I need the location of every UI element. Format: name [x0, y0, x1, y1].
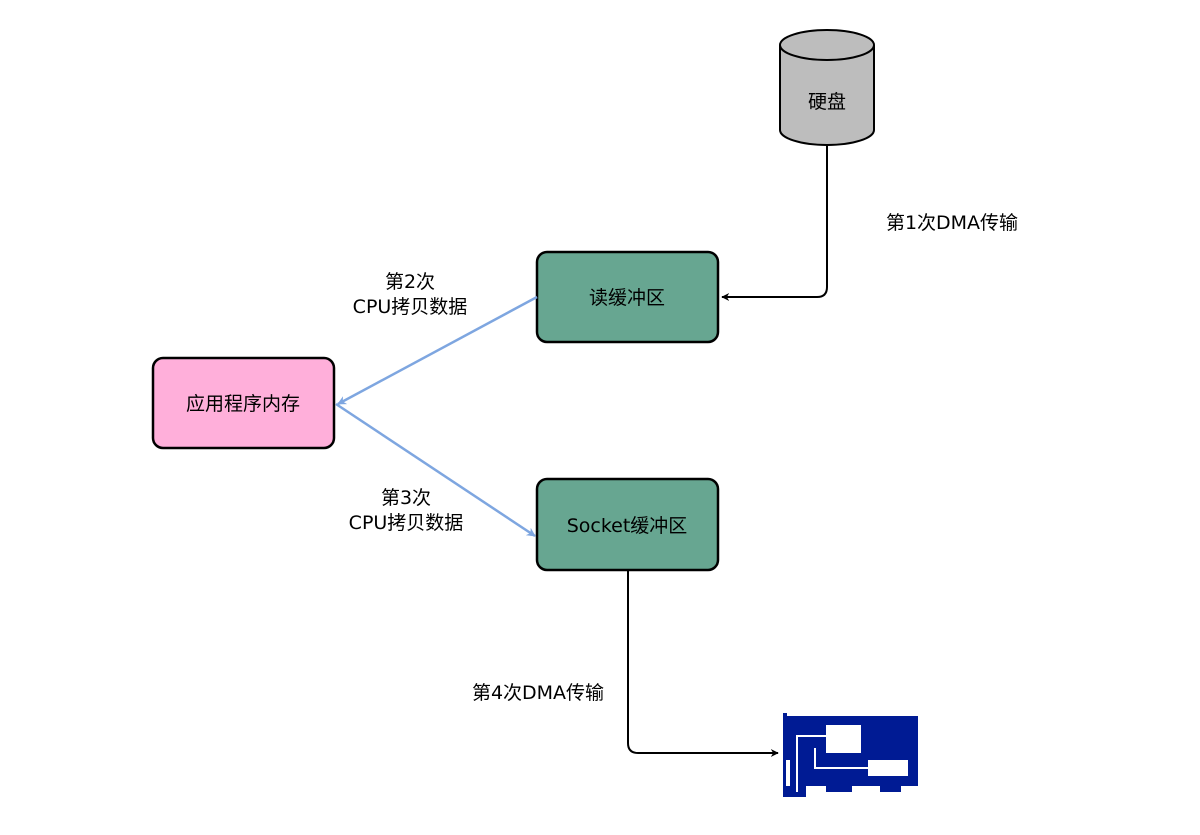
- cpu-copy-2-connector: [337, 295, 538, 406]
- nic-chip-small-icon: [868, 760, 908, 776]
- disk-node: 硬盘: [779, 29, 875, 146]
- nic-trace-1-icon: [796, 735, 826, 792]
- disk-top-icon: [779, 29, 875, 61]
- dma-1-connector: [721, 146, 828, 301]
- cpu-copy-3-connector: [335, 402, 536, 538]
- read-buffer-label: 读缓冲区: [589, 287, 665, 309]
- nic-chip-large-icon: [826, 725, 861, 753]
- socket-buffer-label: Socket缓冲区: [567, 515, 688, 537]
- app-memory-box: [151, 356, 336, 450]
- cpu-copy-2-label-line2: CPU拷贝数据: [353, 296, 468, 318]
- network-card-icon: [783, 713, 918, 797]
- read-buffer-node: 读缓冲区: [535, 250, 720, 344]
- cpu-copy-2-label-line1: 第2次: [385, 271, 435, 293]
- socket-buffer-node: Socket缓冲区: [535, 477, 720, 572]
- socket-buffer-box: [535, 477, 720, 572]
- app-memory-node: 应用程序内存: [151, 356, 336, 450]
- dma-1-label: 第1次DMA传输: [886, 212, 1018, 234]
- cpu-copy-3-label-line2: CPU拷贝数据: [349, 512, 464, 534]
- cpu-copy-3-label-line1: 第3次: [381, 487, 431, 509]
- nic-port-icon: [786, 760, 790, 786]
- dma-4-label: 第4次DMA传输: [472, 682, 604, 704]
- disk-body-icon: [779, 45, 875, 146]
- app-memory-label: 应用程序内存: [186, 393, 300, 415]
- dma-4-connector: [627, 571, 779, 757]
- nic-trace-2-icon: [814, 748, 868, 769]
- disk-label: 硬盘: [808, 91, 846, 113]
